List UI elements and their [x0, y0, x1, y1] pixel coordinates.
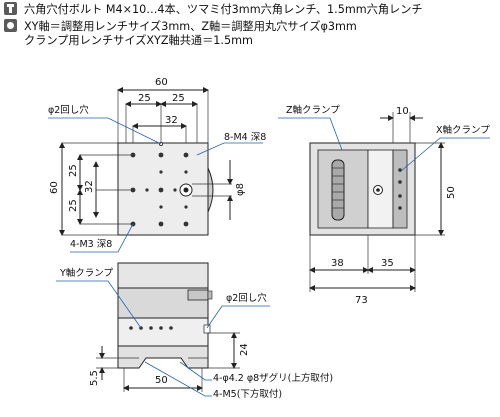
- dim-35: 35: [381, 258, 394, 269]
- note-4-phi4-2: 4-φ4.2 φ8ザグリ(上方取付): [213, 372, 333, 384]
- dim-60-top: 60: [155, 77, 168, 88]
- dim-50-side: 50: [446, 186, 457, 199]
- dim-60-left: 60: [49, 181, 60, 194]
- dim-24: 24: [239, 343, 250, 356]
- dim-25-left-2: 25: [68, 199, 79, 212]
- dim-50-front: 50: [155, 375, 168, 386]
- dim-5-5: 5.5: [89, 370, 100, 386]
- dim-32-horizontal: 32: [165, 115, 178, 126]
- spec-line-1: 六角穴付ボルト M4×10…4本、ツマミ付3mm六角レンチ、1.5mm六角レンチ: [4, 2, 423, 16]
- side-view: 10 50 38 35 73 Z軸クランプ X軸クランプ: [278, 104, 490, 306]
- dim-73: 73: [355, 295, 368, 306]
- hex-bolt-icon: [4, 2, 17, 15]
- dim-38: 38: [331, 258, 344, 269]
- top-view: 60 25 25 32 60 25 32 25 φ8 φ2回し穴 8-M4 深8…: [48, 77, 266, 253]
- dim-32-vertical: 32: [84, 180, 95, 193]
- note-8-m4: 8-M4 深8: [224, 132, 266, 143]
- dim-25-a: 25: [138, 93, 151, 104]
- spec-line-2: XY軸＝調整用レンチサイズ3mm、Z軸＝調整用丸穴サイズφ3mm: [4, 19, 357, 33]
- dim-25-left-1: 25: [68, 164, 79, 177]
- note-y-clamp: Y軸クランプ: [59, 267, 114, 279]
- note-4-m3: 4-M3 深8: [70, 239, 112, 250]
- dim-10: 10: [396, 106, 409, 117]
- dim-25-b: 25: [172, 93, 185, 104]
- front-view: 24 5.5 50 Y軸クランプ φ2回し穴 4-φ4.2 φ8ザグリ(上方取付…: [56, 262, 333, 400]
- note-x-clamp: X軸クランプ: [436, 124, 490, 136]
- hex-nut-icon: [4, 19, 17, 32]
- spec-line-3: クランプ用レンチサイズXYZ軸共通＝1.5mm: [24, 34, 253, 47]
- note-phi2-hole-front: φ2回し穴: [226, 292, 267, 304]
- note-z-clamp: Z軸クランプ: [286, 104, 340, 116]
- note-4-m5: 4-M5(下方取付): [213, 388, 282, 400]
- note-phi2-hole-top: φ2回し穴: [48, 104, 89, 116]
- dim-phi8: φ8: [235, 183, 246, 196]
